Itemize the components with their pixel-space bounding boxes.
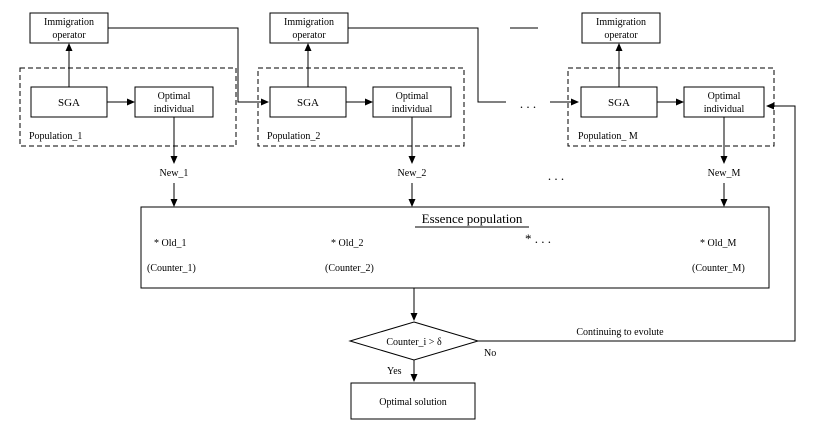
population-frame-M	[567, 67, 775, 147]
ellipsis-top: . . .	[520, 96, 536, 111]
population-frame-1	[19, 67, 237, 147]
immigration-operator-label-2: Immigration	[284, 17, 334, 28]
immigration-operator-box-1	[29, 12, 109, 44]
population-label-1: Population_1	[29, 131, 82, 142]
new-label-1: New_1	[160, 168, 189, 179]
immigration-operator-label-Mb: operator	[604, 30, 638, 41]
essence-population-box	[140, 206, 770, 289]
immigration-operator-label-2b: operator	[292, 30, 326, 41]
population-label-2: Population_2	[267, 131, 320, 142]
immigration-operator-box-M	[581, 12, 661, 44]
sga-box-2	[269, 86, 347, 118]
optimal-individual-label-1b: individual	[154, 104, 195, 115]
essence-population-title: Essence population	[422, 211, 523, 226]
old-label-M: * Old_M	[700, 238, 737, 249]
arrow-loop-continue	[478, 102, 796, 342]
sga-box-1	[30, 86, 108, 118]
immigration-operator-label-M: Immigration	[596, 17, 646, 28]
arrow-immigration2-to-ellipsis	[348, 27, 506, 103]
arrow-immigration1-to-sga2	[108, 27, 269, 106]
old-label-1: * Old_1	[154, 238, 187, 249]
ellipsis-middle: . . .	[548, 168, 564, 183]
sga-label-2: SGA	[297, 97, 319, 109]
no-label: No	[484, 348, 496, 359]
immigration-operator-label-1: Immigration	[44, 17, 94, 28]
population-frame-2	[257, 67, 465, 147]
optimal-individual-label-M: Optimal	[708, 91, 741, 102]
immigration-operator-label-1b: operator	[52, 30, 86, 41]
decision-label: Counter_i > δ	[386, 337, 442, 348]
immigration-operator-box-2	[269, 12, 349, 44]
sga-label-M: SGA	[608, 97, 630, 109]
new-label-2: New_2	[398, 168, 427, 179]
loop-label: Continuing to evolute	[576, 327, 664, 338]
optimal-solution-box	[350, 382, 476, 420]
counter-label-M: (Counter_M)	[692, 263, 745, 274]
population-group-M: Immigration operator SGA Optimal individ…	[567, 12, 775, 207]
yes-label: Yes	[387, 366, 402, 377]
counter-label-2: (Counter_2)	[325, 263, 374, 274]
sga-label-1: SGA	[58, 97, 80, 109]
old-label-2: * Old_2	[331, 238, 364, 249]
optimal-solution-label: Optimal solution	[379, 397, 447, 408]
ellipsis-essence: * . . .	[525, 231, 551, 246]
optimal-individual-box-2	[372, 86, 452, 118]
optimal-individual-label-1: Optimal	[158, 91, 191, 102]
optimal-individual-label-Mb: individual	[704, 104, 745, 115]
new-label-M: New_M	[708, 168, 741, 179]
optimal-individual-label-2: Optimal	[396, 91, 429, 102]
population-group-2: Immigration operator SGA Optimal individ…	[257, 12, 465, 207]
population-label-M: Population_ M	[578, 131, 638, 142]
sga-box-M	[580, 86, 658, 118]
counter-label-1: (Counter_1)	[147, 263, 196, 274]
population-group-1: Immigration operator SGA Optimal individ…	[19, 12, 237, 207]
optimal-individual-box-M	[683, 86, 765, 118]
optimal-individual-label-2b: individual	[392, 104, 433, 115]
